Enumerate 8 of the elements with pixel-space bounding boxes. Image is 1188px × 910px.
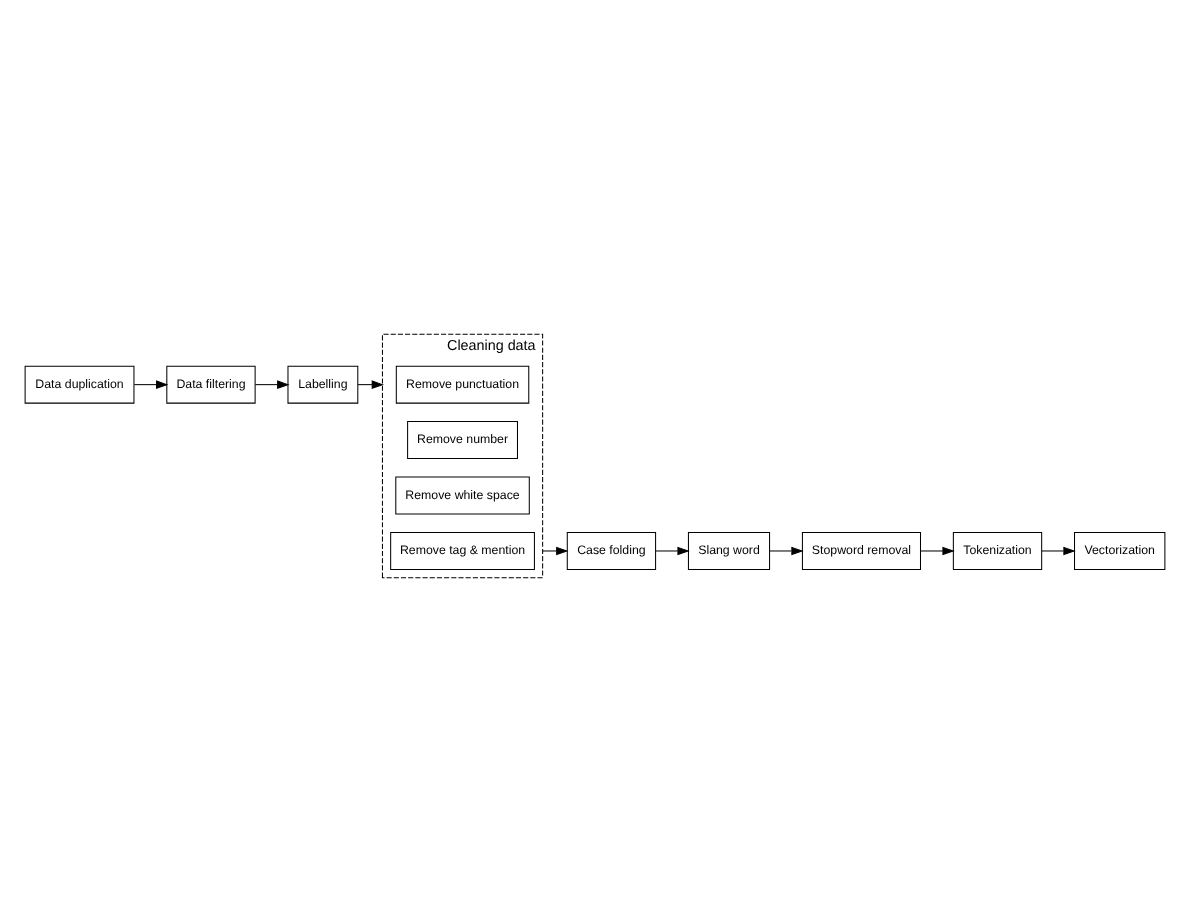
arrow bbox=[253, 379, 289, 388]
arrow bbox=[768, 545, 803, 555]
arrow bbox=[541, 545, 568, 555]
arrow bbox=[132, 379, 168, 388]
arrow bbox=[356, 379, 383, 388]
arrow bbox=[1040, 545, 1075, 555]
arrow bbox=[919, 545, 954, 555]
arrow bbox=[654, 545, 689, 555]
